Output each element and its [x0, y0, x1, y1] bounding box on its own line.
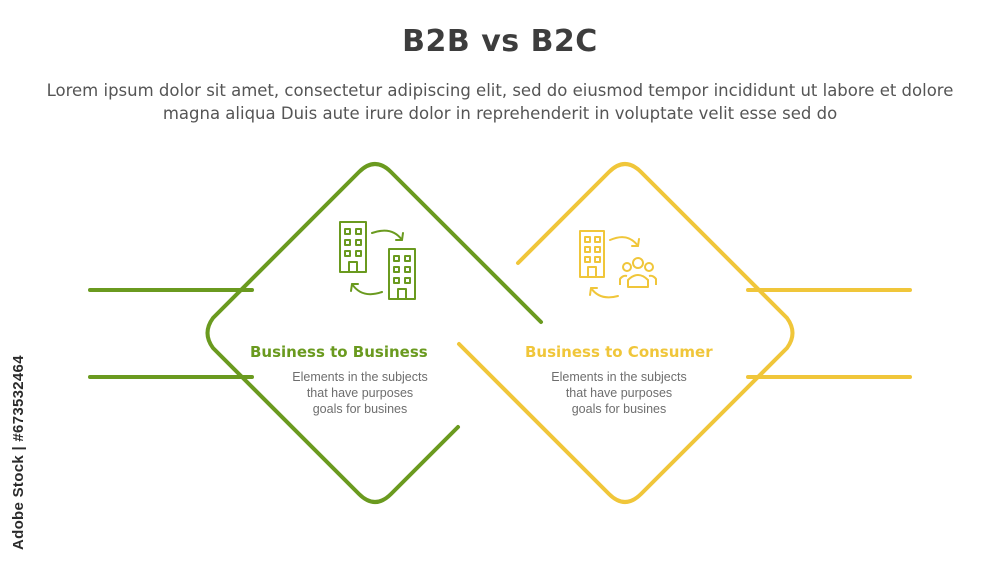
stock-watermark: Adobe Stock | #673532464 [10, 355, 27, 550]
b2c-diamond-outline [457, 162, 795, 504]
b2b-diamond-outline [205, 162, 543, 504]
b2c-description: Elements in the subjects that have purpo… [551, 370, 687, 416]
building-exchange-icon [339, 221, 416, 300]
b2b-label-block: Business to Business Elements in the sub… [250, 343, 500, 417]
b2b-title: Business to Business [250, 343, 428, 361]
b2b-description: Elements in the subjects that have purpo… [292, 370, 428, 416]
page-title: B2B vs B2C [402, 24, 598, 59]
building-consumers-icon [579, 230, 657, 299]
b2c-label-block: Business to Consumer Elements in the sub… [525, 343, 775, 417]
b2c-title: Business to Consumer [525, 343, 713, 361]
page-subtitle: Lorem ipsum dolor sit amet, consectetur … [46, 81, 954, 123]
